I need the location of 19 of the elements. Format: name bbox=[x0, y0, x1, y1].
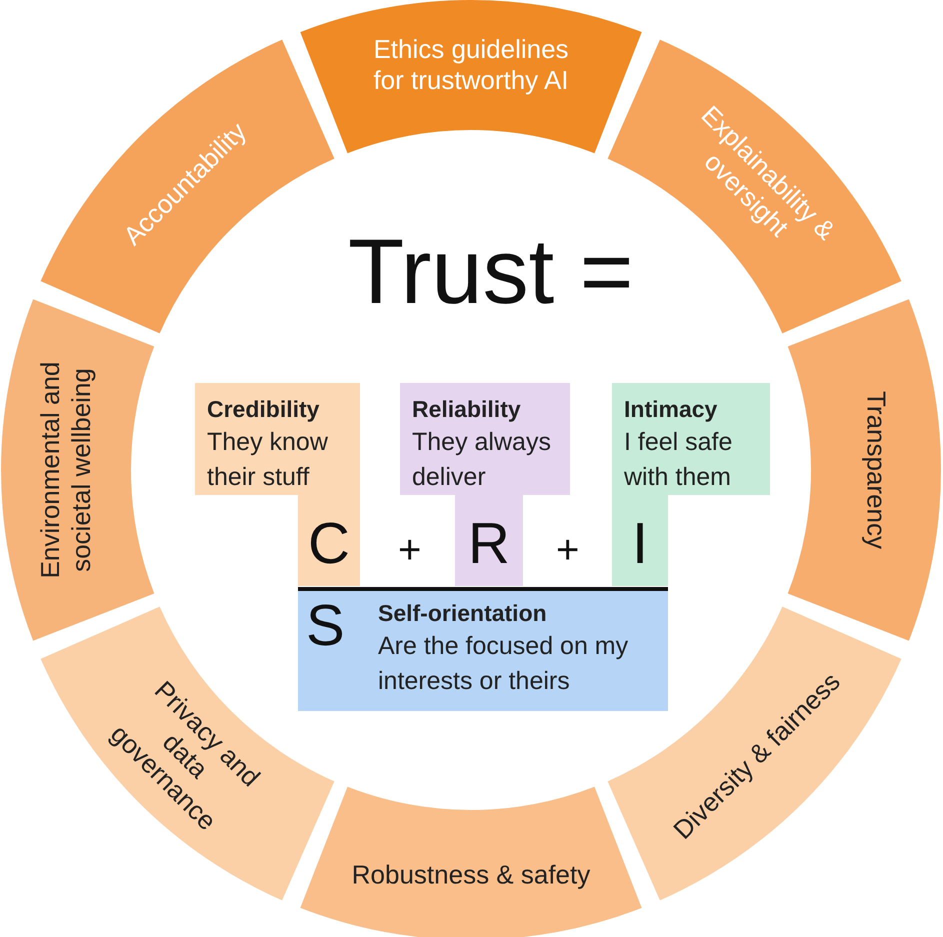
segment-label: Environmental and societal wellbeing bbox=[34, 360, 97, 580]
plus-sign: + bbox=[556, 528, 580, 572]
formula-letter: S bbox=[306, 597, 345, 655]
segment-label: Transparency bbox=[860, 390, 892, 551]
plus-sign: + bbox=[398, 528, 422, 572]
factor-heading: Reliability bbox=[412, 395, 521, 424]
factor-description: I feel safe with them bbox=[624, 427, 734, 493]
formula-title: Trust = bbox=[348, 222, 634, 324]
segment-label: Ethics guidelines for trustworthy AI bbox=[372, 34, 570, 96]
formula-letter: R bbox=[467, 515, 511, 573]
factor-description: They know their stuff bbox=[207, 427, 329, 493]
factor-heading: Credibility bbox=[207, 395, 320, 424]
factor-description: They always deliver bbox=[412, 427, 552, 493]
factor-heading: Self-orientation bbox=[378, 599, 547, 628]
factor-heading: Intimacy bbox=[624, 395, 718, 424]
formula-letter: C bbox=[307, 515, 351, 573]
factor-description: Are the focused on my interests or theirs bbox=[378, 631, 630, 697]
formula-letter: I bbox=[630, 515, 650, 573]
segment-label: Robustness & safety bbox=[350, 859, 592, 891]
